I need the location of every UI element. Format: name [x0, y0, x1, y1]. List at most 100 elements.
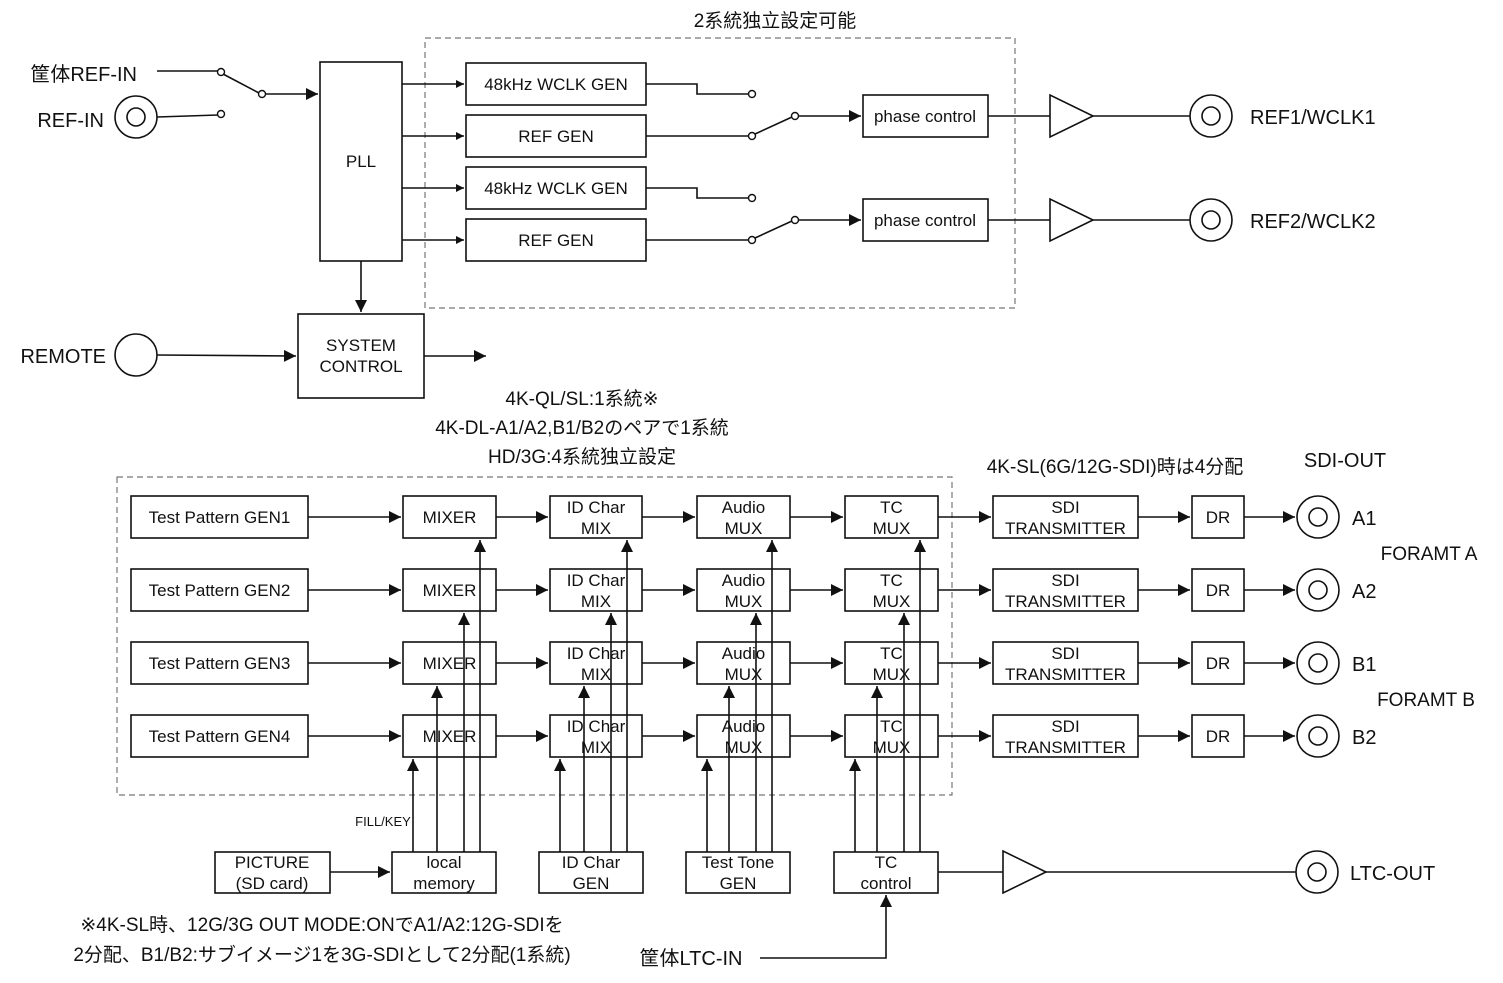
output-1-selector-switch	[646, 83, 861, 141]
tc-control-label-line1: TC	[875, 853, 898, 872]
tc-mux-1-label-line2: MUX	[873, 519, 911, 538]
phase-control-1-label: phase control	[874, 107, 976, 126]
dr-4-label: DR	[1206, 727, 1231, 746]
audio-mux-1-label-line1: Audio	[722, 498, 765, 517]
id-char-mix-2-label-line2: MIX	[581, 592, 611, 611]
dr-3-label: DR	[1206, 654, 1231, 673]
phase-control-2-label: phase control	[874, 211, 976, 230]
ref-gen-1-block	[465, 114, 647, 158]
wclk-gen-2-label: 48kHz WCLK GEN	[484, 179, 628, 198]
wclk-gen-1-label: 48kHz WCLK GEN	[484, 75, 628, 94]
mixer-3-label: MIXER	[423, 654, 477, 673]
mode-note-line3: HD/3G:4系統独立設定	[488, 446, 676, 468]
ltc-out-connector-icon	[1295, 850, 1339, 894]
phase-control-2-block	[862, 198, 989, 242]
test-tone-gen-block	[685, 851, 791, 894]
tc-mux-1-block	[844, 495, 939, 539]
ref-gen-2-label: REF GEN	[518, 231, 594, 250]
tc-mux-3-block	[844, 641, 939, 685]
sdi-transmitter-1-label-line1: SDI	[1051, 498, 1079, 517]
pll-label: PLL	[346, 152, 376, 171]
footnote-line2: 2分配、B1/B2:サブイメージ1を3G-SDIとして2分配(1系統)	[73, 943, 570, 966]
ref1-wclk1-connector-icon	[1189, 94, 1233, 138]
id-char-mix-2-label-line1: ID Char	[567, 571, 626, 590]
tc-mux-4-label-line2: MUX	[873, 738, 911, 757]
local-memory-block	[391, 851, 497, 894]
phase-control-1-block	[862, 94, 989, 138]
audio-mux-2-block	[696, 568, 791, 612]
test-pattern-gen-3-label: Test Pattern GEN3	[149, 654, 291, 673]
mixer-2-label: MIXER	[423, 581, 477, 600]
independent-setting-caption: 2系統独立設定可能	[694, 10, 857, 32]
tc-mux-4-block	[844, 714, 939, 758]
ltc-out-label: LTC-OUT	[1350, 863, 1435, 885]
sdi-transmitter-3-label-line1: SDI	[1051, 644, 1079, 663]
sdi-out-a2-label: A2	[1352, 581, 1376, 603]
sdi-transmitter-2-label-line2: TRANSMITTER	[1005, 592, 1126, 611]
sdi-out-label: SDI-OUT	[1304, 450, 1386, 472]
id-char-mix-4-label-line1: ID Char	[567, 717, 626, 736]
tc-control-block	[833, 851, 939, 894]
picture-label-line1: PICTURE	[235, 853, 310, 872]
mixer-1-label: MIXER	[423, 508, 477, 527]
test-pattern-gen-2-label: Test Pattern GEN2	[149, 581, 291, 600]
picture-sd-card-block	[214, 851, 331, 894]
sdi-out-b1-connector-icon	[1296, 641, 1340, 685]
id-char-mix-3-label-line2: MIX	[581, 665, 611, 684]
sdi-out-b1-label: B1	[1352, 654, 1376, 676]
id-char-mix-3-label-line1: ID Char	[567, 644, 626, 663]
audio-mux-2-label-line1: Audio	[722, 571, 765, 590]
ref2-wclk2-connector-icon	[1189, 198, 1233, 242]
mode-note-line1: 4K-QL/SL:1系統※	[505, 388, 658, 410]
ref1-driver-amplifier-icon	[1049, 93, 1095, 139]
tc-mux-2-label-line1: TC	[880, 571, 903, 590]
id-char-gen-label-line1: ID Char	[562, 853, 621, 872]
test-pattern-gen-2-block	[130, 568, 309, 612]
dr-3-block	[1191, 641, 1245, 685]
audio-mux-3-label-line1: Audio	[722, 644, 765, 663]
sdi-out-b2-connector-icon	[1296, 714, 1340, 758]
sdi-out-a1-label: A1	[1352, 508, 1376, 530]
id-char-gen-label-line2: GEN	[573, 874, 610, 893]
ref2-wclk2-label: REF2/WCLK2	[1250, 211, 1376, 233]
test-pattern-gen-1-block	[130, 495, 309, 539]
system-control-block	[297, 313, 425, 399]
id-char-mix-1-label-line1: ID Char	[567, 498, 626, 517]
tc-mux-3-label-line1: TC	[880, 644, 903, 663]
sdi-transmitter-1-label-line2: TRANSMITTER	[1005, 519, 1126, 538]
test-pattern-gen-3-block	[130, 641, 309, 685]
system-control-label-line1: SYSTEM	[326, 336, 396, 355]
tc-mux-2-label-line2: MUX	[873, 592, 911, 611]
id-char-mix-4-label-line2: MIX	[581, 738, 611, 757]
wclk-gen-1-block	[465, 62, 647, 106]
dr-2-block	[1191, 568, 1245, 612]
sdi-transmitter-3-label-line2: TRANSMITTER	[1005, 665, 1126, 684]
tc-mux-2-block	[844, 568, 939, 612]
system-control-label-line2: CONTROL	[319, 357, 402, 376]
chassis-ref-in-label: 筐体REF-IN	[30, 63, 137, 86]
id-char-gen-block	[538, 851, 644, 894]
ref1-wclk1-label: REF1/WCLK1	[1250, 107, 1376, 129]
remote-connector-icon	[114, 333, 158, 377]
footnote-line1: ※4K-SL時、12G/3G OUT MODE:ONでA1/A2:12G-SDI…	[80, 914, 563, 936]
dr-4-block	[1191, 714, 1245, 758]
test-tone-gen-label-line2: GEN	[720, 874, 757, 893]
audio-mux-4-block	[696, 714, 791, 758]
ltc-driver-amplifier-icon	[1002, 849, 1048, 895]
sdi-transmitter-4-label-line1: SDI	[1051, 717, 1079, 736]
dr-2-label: DR	[1206, 581, 1231, 600]
sdi-out-a1-connector-icon	[1296, 495, 1340, 539]
sl-distribution-note: 4K-SL(6G/12G-SDI)時は4分配	[987, 456, 1244, 478]
format-b-label: FORAMT B	[1377, 690, 1475, 711]
output-2-selector-switch	[646, 187, 861, 245]
tc-mux-3-label-line2: MUX	[873, 665, 911, 684]
audio-mux-4-label-line1: Audio	[722, 717, 765, 736]
audio-mux-2-label-line2: MUX	[725, 592, 763, 611]
audio-mux-4-label-line2: MUX	[725, 738, 763, 757]
ref2-driver-amplifier-icon	[1049, 197, 1095, 243]
test-pattern-gen-4-block	[130, 714, 309, 758]
